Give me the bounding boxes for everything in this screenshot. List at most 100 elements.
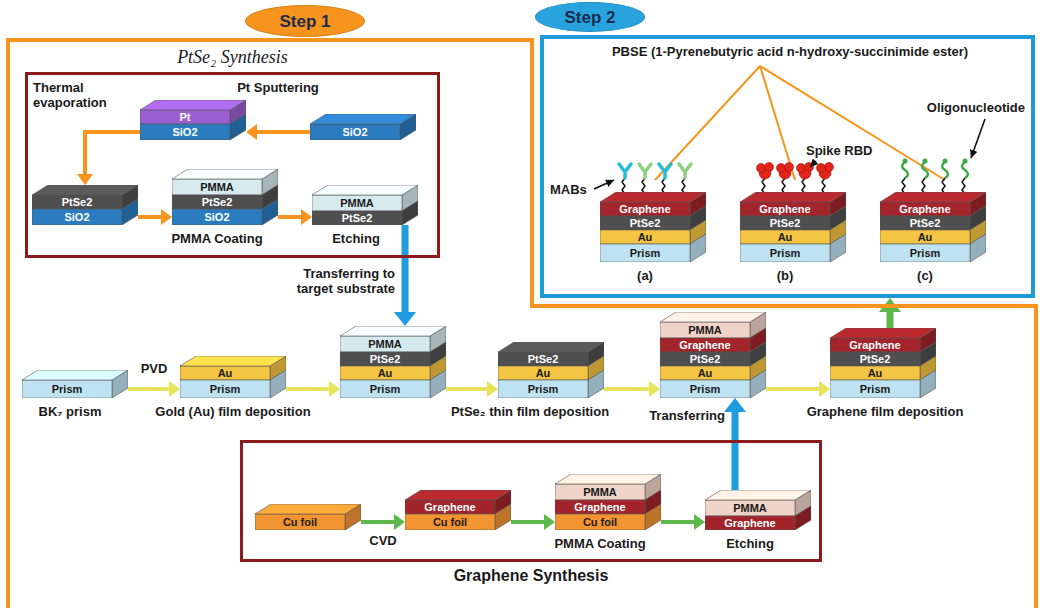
layer-front (172, 195, 262, 209)
layer-front (660, 352, 750, 366)
layer-top (660, 312, 766, 322)
layer-front (180, 380, 270, 398)
process-arrow (257, 130, 310, 134)
layer-label: Prism (830, 380, 920, 398)
layer-stack: PMMAGraphenePtSe2AuPrism (660, 312, 766, 398)
layer-label: Cu foil (255, 514, 345, 530)
layer-label: SiO2 (140, 124, 230, 140)
layer-front (22, 380, 112, 398)
spike-protein (777, 164, 786, 173)
layer-top (340, 326, 446, 336)
layer-front (172, 179, 262, 195)
layer-stack: GraphenePtSe2AuPrism (880, 192, 986, 262)
layer-label: Graphene (705, 516, 795, 530)
spike-protein (757, 164, 766, 173)
layer-label: Au (180, 366, 270, 380)
caption-label: PMMA Coating (157, 231, 277, 246)
layer-label: Prism (498, 380, 588, 398)
layer-front (405, 500, 495, 514)
process-arrow (511, 520, 544, 524)
caption-label: Oligonucleotide (918, 100, 1025, 115)
layer-label: Prism (740, 244, 830, 262)
pbse-lines (655, 66, 945, 180)
caption-label: (c) (880, 268, 970, 283)
layer-stack: GrapheneCu foil (405, 490, 511, 530)
process-arrow (286, 387, 329, 391)
process-label: Pt Sputtering (230, 80, 326, 95)
layer-side (690, 234, 706, 262)
caption-label: PMMA Coating (540, 536, 660, 551)
layer-stack: PMMAPtSe2SiO2 (172, 169, 278, 225)
process-label: Transferring (638, 408, 725, 423)
layer-front (498, 366, 588, 380)
oligonucleotide-strand (902, 162, 968, 178)
layer-label: Cu foil (405, 514, 495, 530)
layer-front (880, 244, 970, 262)
layer-top (22, 370, 128, 380)
layer-stack: AuPrism (180, 356, 286, 398)
layer-label: Au (880, 230, 970, 244)
layer-front (740, 216, 830, 230)
layer-top (180, 356, 286, 366)
layer-front (340, 336, 430, 352)
layer-stack: GraphenePtSe2AuPrism (830, 328, 936, 398)
layer-stack: PMMAGraphene (705, 490, 811, 530)
process-arrow (128, 387, 169, 391)
process-arrow (661, 520, 694, 524)
spike-protein (825, 163, 834, 172)
layer-front (255, 514, 345, 530)
layer-front (880, 216, 970, 230)
spike-protein (765, 163, 774, 172)
caption-label: Graphene film deposition (795, 404, 975, 419)
process-arrow (85, 132, 140, 174)
layer-front (600, 230, 690, 244)
layer-front (705, 516, 795, 530)
layer-top (880, 192, 986, 202)
layer-front (498, 380, 588, 398)
layer-front (660, 366, 750, 380)
layer-label: PtSe2 (600, 216, 690, 230)
layer-stack: PtSe2SiO2 (32, 185, 138, 225)
layer-label: Au (660, 366, 750, 380)
layer-label: PMMA (340, 336, 430, 352)
process-arrow (604, 387, 649, 391)
caption-label: (a) (600, 268, 690, 283)
layer-stack: SiO2 (310, 114, 416, 140)
caption-label: Gold (Au) film deposition (143, 404, 323, 419)
layer-front (140, 110, 230, 124)
process-arrow (278, 215, 301, 219)
layer-front (740, 230, 830, 244)
layer-front (830, 338, 920, 352)
layer-stack: Prism (22, 370, 128, 398)
layer-label: PMMA (660, 322, 750, 338)
layer-top (705, 490, 811, 500)
layer-label: Au (340, 366, 430, 380)
layer-front (140, 124, 230, 140)
process-arrow (446, 387, 487, 391)
spike-protein (757, 163, 834, 180)
layer-top (255, 504, 361, 514)
layer-label: PtSe2 (660, 352, 750, 366)
spike-protein (797, 164, 806, 173)
layer-label: Cu foil (555, 514, 645, 530)
layer-label: Prism (880, 244, 970, 262)
layer-side (795, 506, 811, 530)
caption-label: PBSE (1-Pyrenebutyric acid n-hydroxy-suc… (560, 44, 1020, 59)
layer-stack: GraphenePtSe2AuPrism (740, 192, 846, 262)
caption-label: Spike RBD (806, 143, 878, 158)
leader-line (971, 119, 985, 158)
layer-front (340, 380, 430, 398)
layer-stack: PMMAGrapheneCu foil (555, 474, 661, 530)
layer-stack: PMMAPtSe2 (312, 185, 418, 225)
layer-front (740, 244, 830, 262)
oligonucleotide-tip (943, 159, 948, 164)
layer-side (920, 370, 936, 398)
process-label: CVD (361, 533, 405, 548)
step-outline (8, 40, 1036, 608)
oligonucleotide-tip (903, 159, 908, 164)
process-label: Transferring to target substrate (280, 266, 395, 296)
